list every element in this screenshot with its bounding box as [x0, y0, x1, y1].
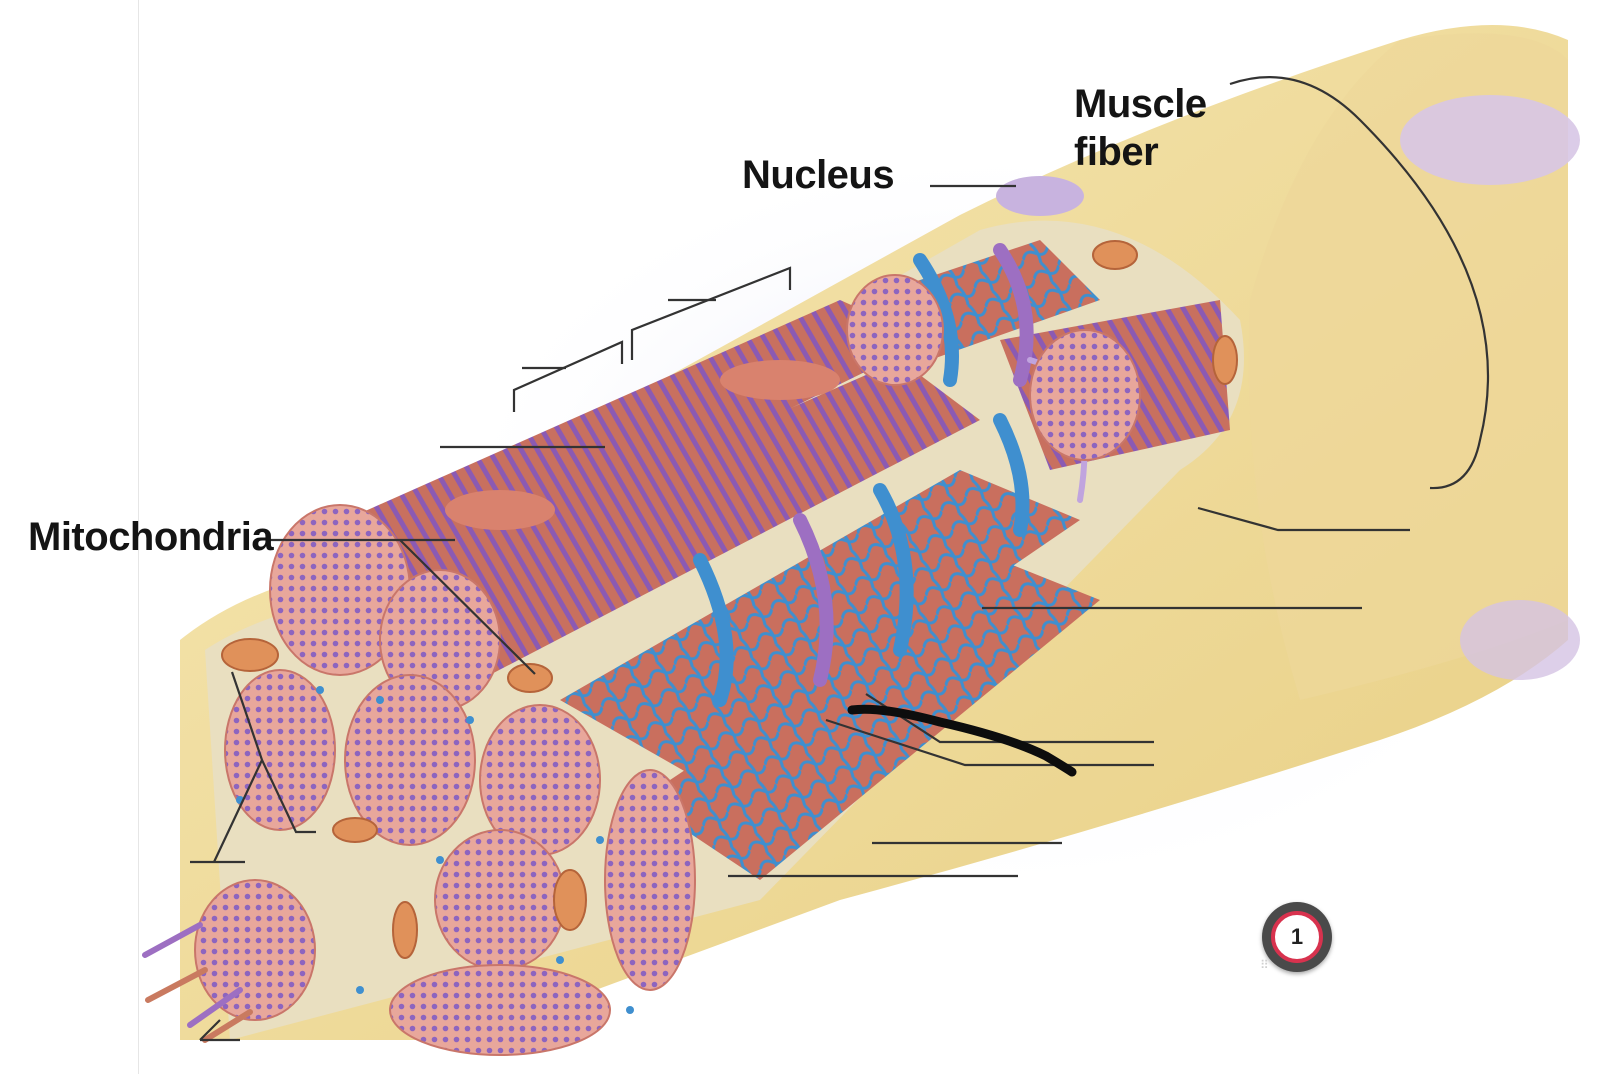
cross-section-7 — [434, 829, 566, 971]
mitochondrion-inner-1 — [720, 360, 840, 400]
leader-myofibril-bundle — [213, 671, 316, 863]
t-tubule-3 — [873, 483, 914, 657]
nucleus-lower — [1460, 600, 1580, 680]
myofibril-cross-sections — [194, 274, 1141, 1056]
label-mitochondria: Mitochondria — [28, 515, 274, 559]
label-muscle-fiber: Muscle fiber — [1074, 80, 1207, 176]
t-tubule-1 — [693, 553, 734, 707]
mitochondrion-4 — [553, 869, 587, 931]
leader-terminal-cistern — [825, 718, 1154, 767]
cross-section-4 — [344, 674, 476, 846]
mitochondrion-3 — [332, 817, 378, 843]
leader-mitochondria — [270, 538, 536, 675]
t-tubule-group — [693, 243, 1088, 707]
drag-handle-icon[interactable]: ⠿ — [1260, 958, 1269, 972]
leader-muscle-fiber-bracket — [1229, 76, 1490, 490]
mitochondrion-inner-2 — [445, 490, 555, 530]
cross-section-3 — [224, 669, 336, 831]
cross-section-11 — [1029, 329, 1141, 461]
mitochondria-group — [221, 240, 1238, 959]
handdrawn-ink-stroke — [847, 704, 1077, 777]
cross-section-10 — [846, 274, 944, 386]
annotation-marker-number: 1 — [1271, 911, 1323, 963]
myofibril-2 — [400, 360, 980, 680]
mitochondrion-6 — [1092, 240, 1138, 270]
filament-ends — [142, 922, 253, 1043]
mitochondrion-5 — [392, 901, 418, 959]
annotation-marker[interactable]: 1 ⠿ — [1260, 902, 1332, 972]
t-tubule-4 — [913, 253, 959, 387]
t-tubule-6 — [993, 413, 1030, 537]
sheath-outer-surface — [1248, 33, 1568, 701]
label-muscle-fiber-line2: fiber — [1074, 130, 1159, 174]
t-tubule-5 — [993, 243, 1034, 387]
t-tubule-2 — [793, 513, 834, 687]
mitochondrion-2 — [507, 663, 553, 693]
label-muscle-fiber-line1: Muscle — [1074, 82, 1207, 126]
mitochondrion-7 — [1212, 335, 1238, 385]
cross-section-8 — [194, 879, 316, 1021]
leader-sarcolemma — [1197, 506, 1410, 532]
leader-filament — [199, 1019, 240, 1042]
page-margin-rule — [138, 0, 139, 1074]
mitochondrion-1 — [221, 638, 279, 672]
cross-section-9 — [389, 964, 611, 1056]
cross-section-6 — [604, 769, 696, 991]
nucleus — [996, 176, 1084, 216]
label-nucleus: Nucleus — [742, 153, 895, 197]
sarcoplasmic-reticulum-low — [640, 560, 1100, 880]
nucleus-outer — [1400, 95, 1580, 185]
